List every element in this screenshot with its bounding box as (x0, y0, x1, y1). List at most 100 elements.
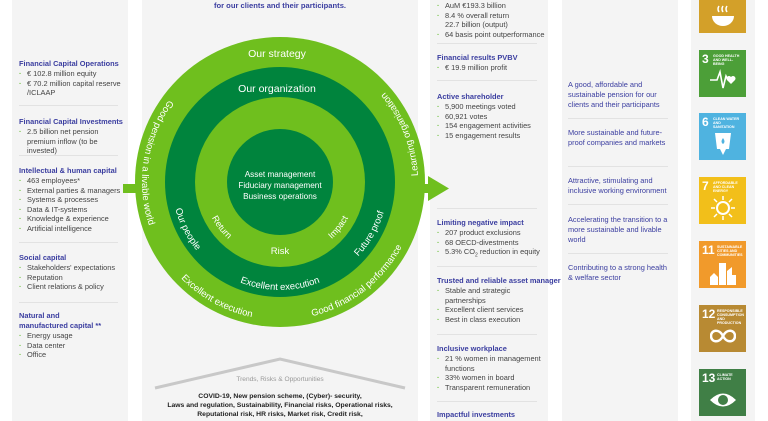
section-list: Energy usage Data center Office (19, 331, 127, 360)
section-list: 5,900 meetings voted 60,921 votes 154 en… (437, 102, 547, 140)
divider (19, 302, 118, 303)
list-item: 33% women in board (437, 373, 542, 383)
list-item: Client relations & policy (19, 282, 127, 292)
trends-line: Laws and regulation, Sustainability, Fin… (167, 402, 392, 409)
section-list: € 102.8 million equity € 70.2 million ca… (19, 69, 127, 98)
divider (19, 242, 118, 243)
goal-text: More sustainable and future-proof compan… (568, 128, 666, 147)
section-title: Limiting negative impact (437, 218, 524, 227)
list-item: 154 engagement activities (437, 121, 547, 131)
sdg-number: 6 (702, 115, 709, 129)
water-glass-icon (715, 133, 731, 155)
divider (437, 401, 537, 402)
sdg-number: 3 (702, 52, 709, 66)
section-title: Financial Capital Investments (19, 117, 123, 126)
diagram-subtitle: for our clients and their participants. (213, 1, 347, 10)
sdg-label: AFFORDABLE AND CLEAN ENERGY (713, 181, 738, 193)
sdg-label: GOOD HEALTH AND WELL-BEING (713, 54, 740, 66)
goal-text: Attractive, stimulating and inclusive wo… (568, 176, 667, 195)
divider (437, 80, 537, 81)
list-item: Transparent remuneration (437, 383, 542, 393)
goal-text: A good, affordable and sustainable pensi… (568, 80, 660, 109)
goal-text: Contributing to a strong health & welfar… (568, 263, 668, 282)
heartbeat-icon (710, 69, 736, 89)
eye-globe-icon (710, 393, 736, 407)
section-list: 463 employees* External parties & manage… (19, 176, 127, 234)
list-item: AuM €193.3 billion (437, 1, 547, 11)
section-list: Stable and strategic partnerships Excell… (437, 286, 537, 324)
sdg-number: 11 (702, 243, 715, 257)
divider (437, 43, 537, 44)
section-list: 2.5 billion net pension premium inflow (… (19, 127, 127, 156)
list-item: € 102.8 million equity (19, 69, 127, 79)
divider (568, 204, 668, 205)
divider (437, 208, 537, 209)
section-title: Natural and manufactured capital ** (19, 311, 102, 330)
goal-text: Accelerating the transition to a more su… (568, 215, 668, 244)
list-item: External parties & managers (19, 186, 127, 196)
middle-title: Our organization (238, 83, 316, 95)
section-title: Inclusive workplace (437, 344, 507, 353)
list-item: Data center (19, 341, 127, 351)
list-item: Office (19, 350, 127, 360)
trends-title: Trends, Risks & Opportunities (236, 376, 324, 383)
list-item: 207 product exclusions (437, 228, 547, 238)
divider (19, 105, 118, 106)
infinity-icon (710, 329, 736, 343)
core-circle (227, 129, 333, 235)
sdg-label: CLEAN WATER AND SANITATION (713, 117, 740, 129)
core-label: Business operations (243, 192, 317, 201)
sdg-label: SUSTAINABLE CITIES AND COMMUNITIES (717, 245, 743, 257)
section-title: Trusted and reliable asset manager (437, 276, 561, 285)
section-list: 21 % women in management functions 33% w… (437, 354, 542, 392)
list-item: 68 OECD-divestments (437, 238, 547, 248)
list-item: 15 engagement results (437, 131, 547, 141)
section-title: Impactful investments (437, 410, 516, 419)
list-item: 64 basis point outperformance (437, 30, 547, 40)
list-item: Energy usage (19, 331, 127, 341)
bowl-icon (712, 5, 734, 26)
arrow-head (428, 176, 449, 201)
list-item: Excellent client services (437, 305, 537, 315)
sdg-2-tile (699, 0, 746, 33)
divider (568, 166, 668, 167)
list-item: Reputation (19, 273, 127, 283)
divider (568, 118, 668, 119)
co2-subscript: 2 (475, 252, 478, 259)
list-item: Best in class execution (437, 315, 537, 325)
sun-power-icon (711, 196, 735, 220)
list-item: Stakeholders' expectations (19, 263, 127, 273)
sdg-number: 12 (702, 307, 716, 321)
list-item: Stable and strategic partnerships (437, 286, 537, 305)
list-item: 21 % women in management functions (437, 354, 542, 373)
list-item: 463 employees* (19, 176, 127, 186)
co2-text: 5.3% CO (445, 247, 475, 257)
co2-text-rest: reduction in equity (477, 247, 540, 257)
sdg-number: 13 (702, 371, 716, 385)
list-item: Knowledge & experience (19, 214, 127, 224)
list-item: 2.5 billion net pension premium inflow (… (19, 127, 127, 156)
divider (19, 155, 118, 156)
section-list: AuM €193.3 billion 8.4 % overall return … (437, 1, 547, 39)
list-item: Artificial intelligence (19, 224, 127, 234)
list-item: Data & IT-systems (19, 205, 127, 215)
list-item: 60,921 votes (437, 112, 547, 122)
section-title: Intellectual & human capital (19, 166, 117, 175)
trends-line: COVID-19, New pension scheme, (Cyber)- s… (198, 393, 362, 400)
section-title: Active shareholder (437, 92, 504, 101)
core-label: Asset management (245, 170, 316, 179)
sdg-label: CLIMATE ACTION (717, 373, 733, 381)
divider (437, 334, 537, 335)
list-item: 8.4 % overall return (437, 11, 547, 21)
sdg-label: RESPONSIBLE CONSUMPTION AND PRODUCTION (717, 309, 744, 325)
sdg-6-tile: 6 CLEAN WATER AND SANITATION (699, 113, 746, 160)
city-icon (710, 263, 736, 285)
list-item: 5.3% CO2 reduction in equity (437, 247, 547, 261)
section-title: Financial Capital Operations (19, 59, 119, 68)
trends-roof-line (154, 357, 406, 390)
section-title: Social capital (19, 253, 67, 262)
goals-panel (562, 0, 678, 421)
